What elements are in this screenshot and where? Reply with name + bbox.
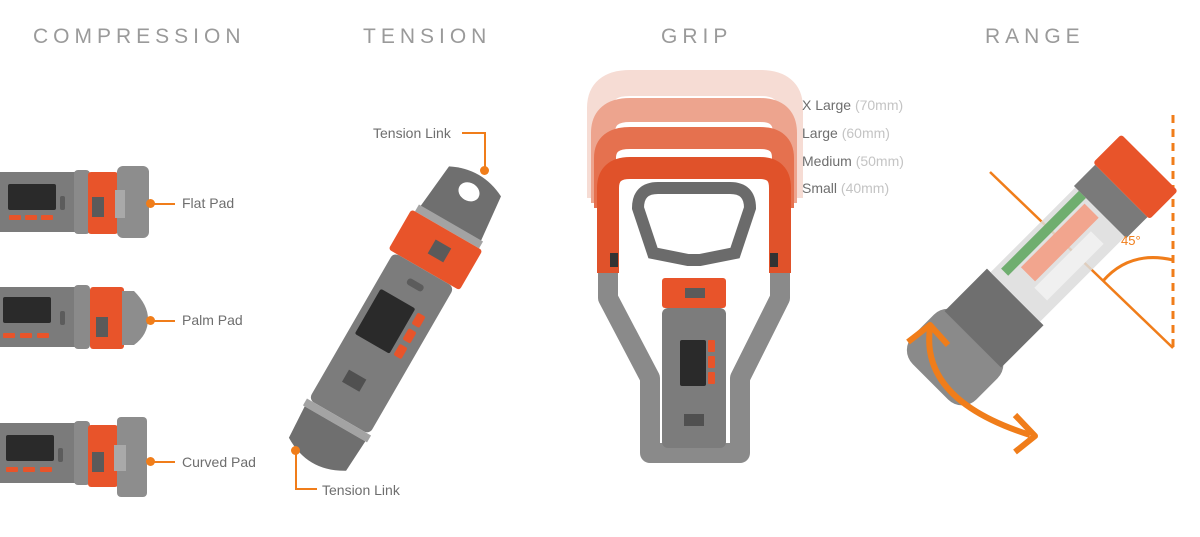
grip-size-large: Large (60mm) [802, 125, 890, 141]
palm-pad-marker-dot [146, 316, 155, 325]
grip-size-x-large: X Large (70mm) [802, 97, 904, 113]
tension-device-illustration [288, 166, 501, 471]
label-curved-pad: Curved Pad [182, 454, 256, 470]
flat-pad-leader-line [151, 203, 175, 205]
heading-tension: TENSION [363, 25, 492, 48]
heading-range: RANGE [985, 25, 1085, 48]
curved-pad-marker-dot [146, 457, 155, 466]
range-device-illustration [906, 115, 1177, 455]
tension-link-bottom-leader-v [295, 451, 297, 489]
tension-link-bottom-marker-dot [291, 446, 300, 455]
range-angle-label: 45° [1121, 233, 1141, 248]
heading-compression: COMPRESSION [33, 25, 246, 48]
device-curved-pad-illustration [0, 417, 147, 497]
tension-link-top-leader-v [484, 132, 486, 170]
curved-pad-leader-line [151, 461, 175, 463]
label-palm-pad: Palm Pad [182, 312, 243, 328]
tension-link-top-leader-h [462, 132, 486, 134]
grip-size-medium: Medium (50mm) [802, 153, 904, 169]
flat-pad-marker-dot [146, 199, 155, 208]
device-palm-pad-illustration [0, 285, 148, 349]
label-flat-pad: Flat Pad [182, 195, 235, 211]
grip-size-small: Small (40mm) [802, 180, 890, 196]
label-tension-link-bottom: Tension Link [322, 482, 400, 498]
tension-link-bottom-leader-h [295, 488, 317, 490]
device-flat-pad-illustration [0, 166, 149, 238]
palm-pad-leader-line [151, 320, 175, 322]
heading-grip: GRIP [661, 25, 733, 48]
label-tension-link-top: Tension Link [373, 125, 451, 141]
tension-link-top-marker-dot [480, 166, 489, 175]
grip-device-illustration [587, 70, 803, 463]
